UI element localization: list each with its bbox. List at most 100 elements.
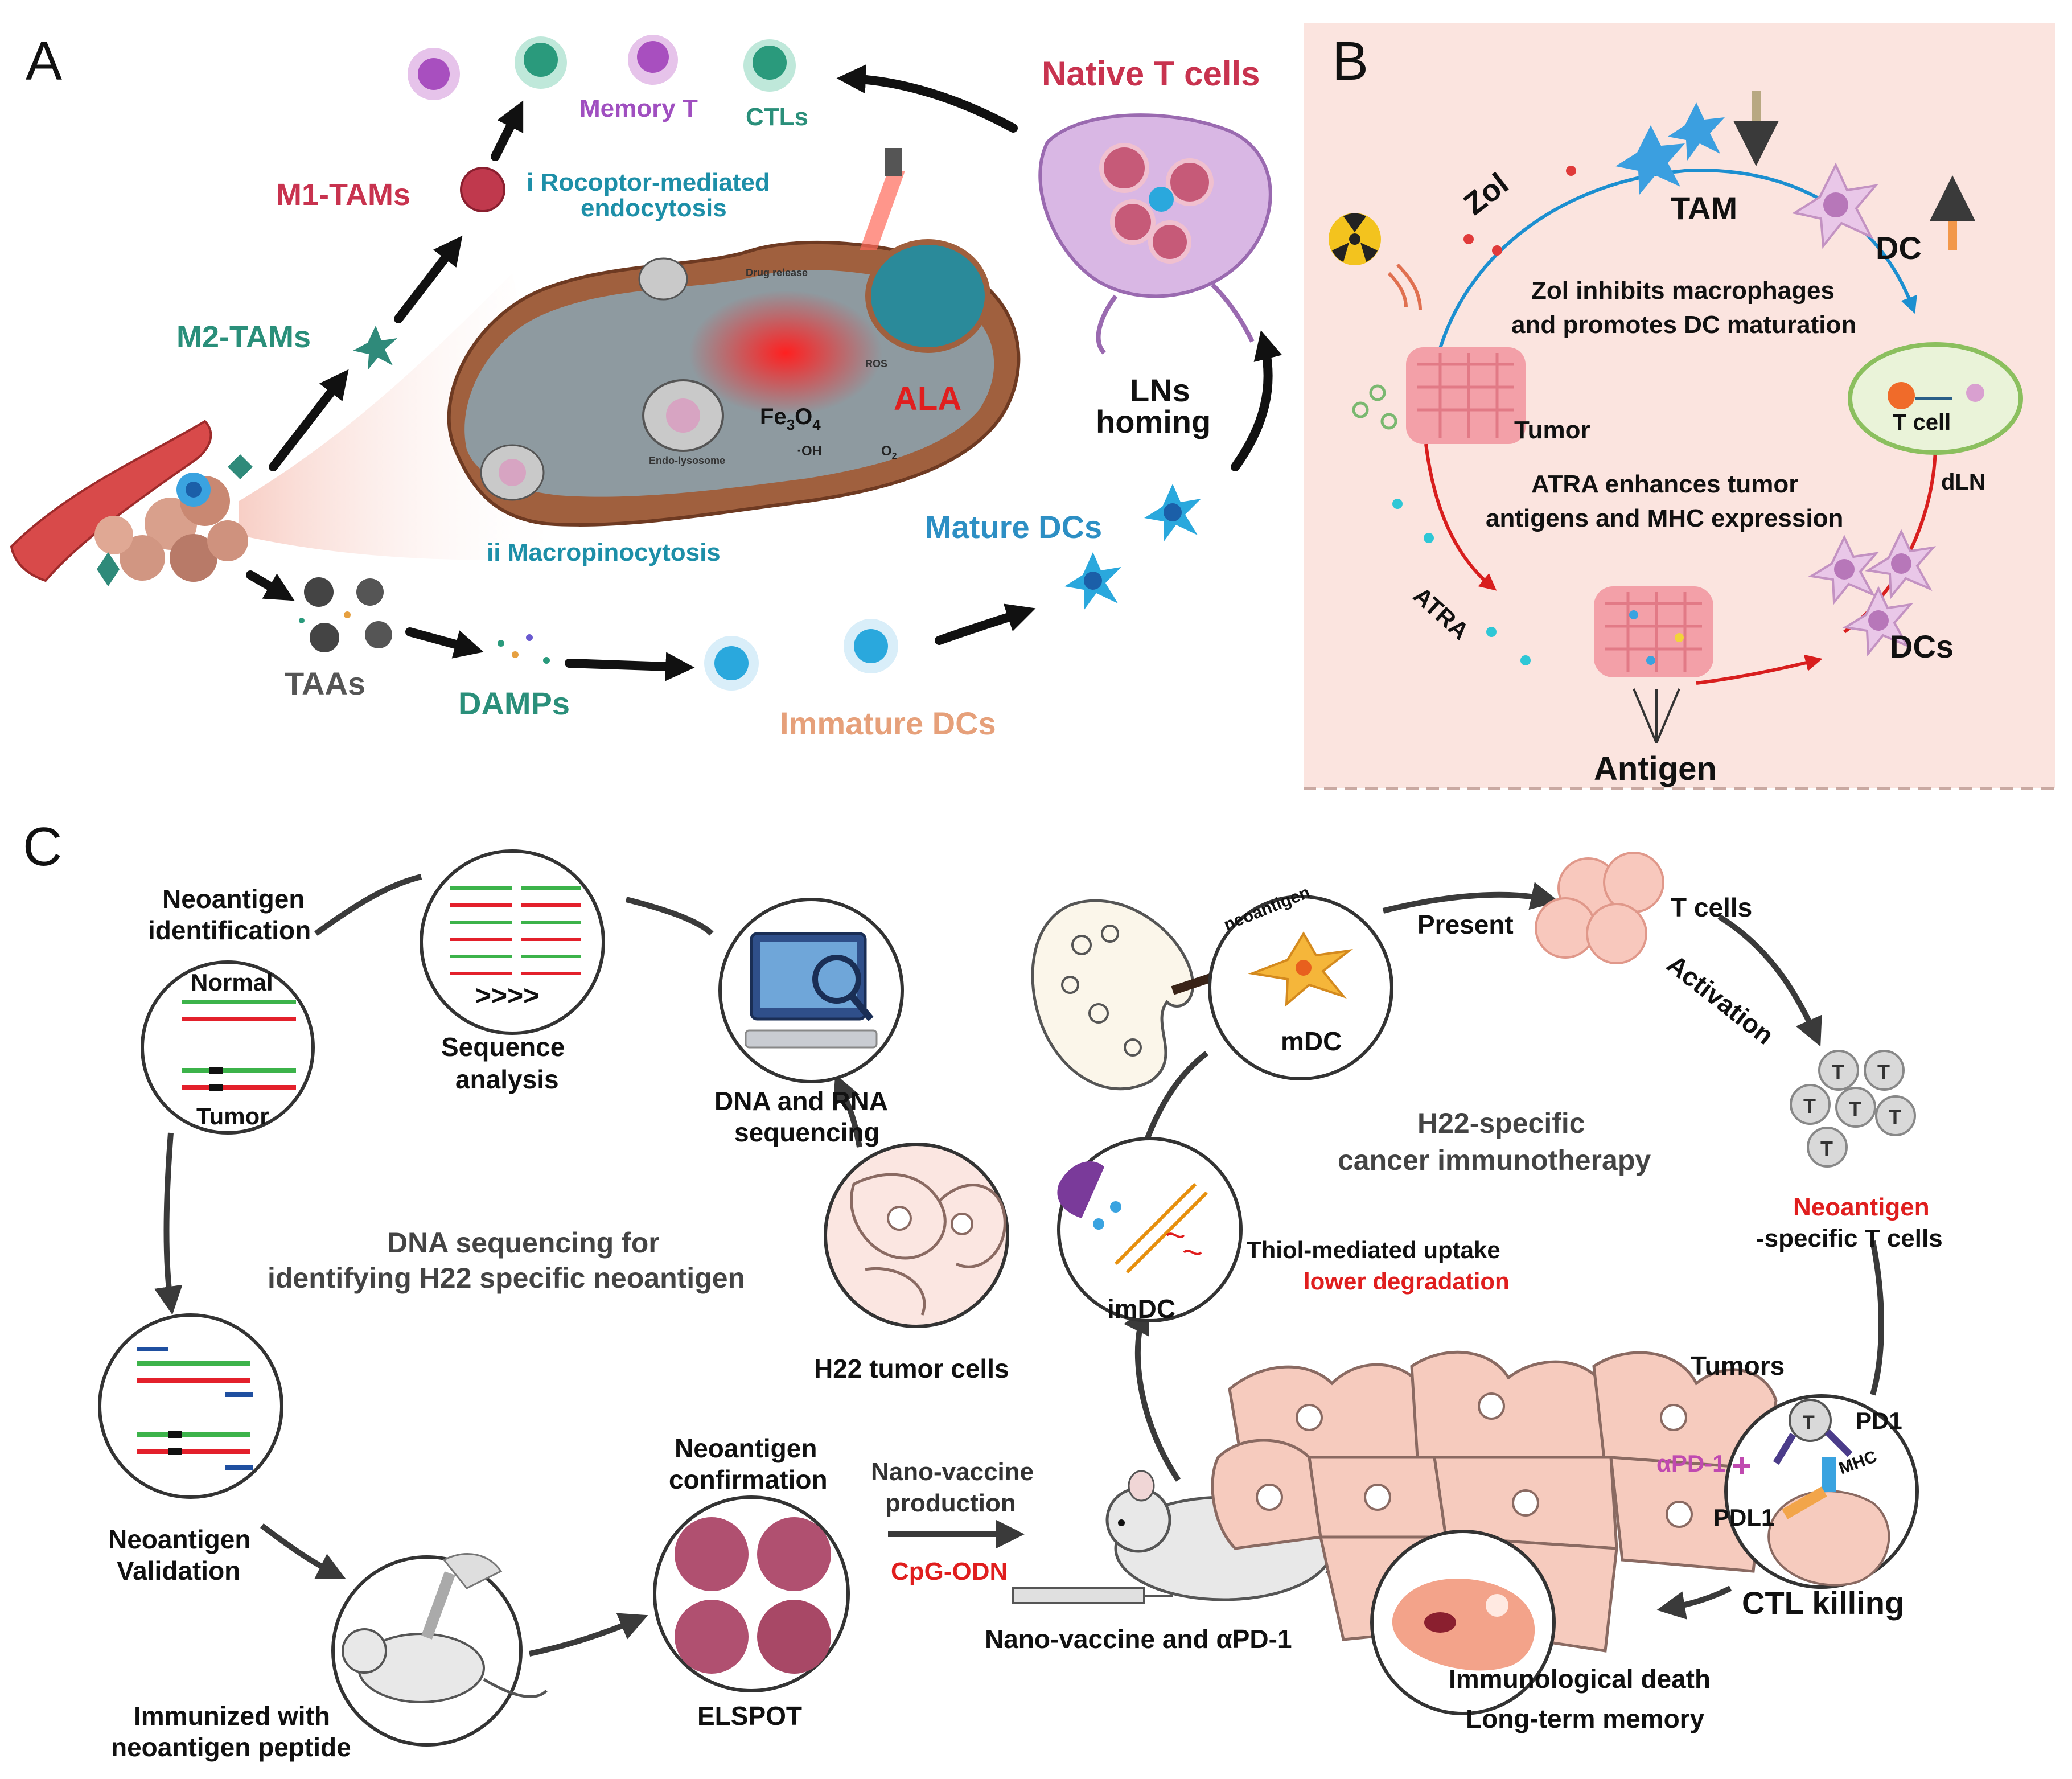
- t-cell-letter: T: [1803, 1094, 1816, 1117]
- left-cycle-arc: [528, 1613, 648, 1657]
- macropinocytosis-label: ii Macropinocytosis: [487, 539, 721, 566]
- activation-label: Activation: [1662, 949, 1779, 1050]
- immunized-line1: Immunized with: [134, 1701, 330, 1731]
- mhc-icon: [1822, 1457, 1836, 1492]
- mature-dc-cell-icon: [1144, 484, 1201, 542]
- nano-production-line1: Nano-vaccine: [871, 1458, 1034, 1486]
- seq-analysis-line2: analysis: [455, 1065, 559, 1094]
- imdc-label: imDC: [1107, 1294, 1175, 1324]
- atra-drug-dot: [1392, 499, 1403, 509]
- elspot-label: ELSPOT: [697, 1701, 802, 1731]
- panel-b-dc-label: DC: [1876, 230, 1922, 266]
- radiation-waves: [1387, 263, 1422, 311]
- ctls-label: CTLs: [746, 103, 808, 131]
- validation-mutation-marker: [168, 1448, 182, 1455]
- atra-drug-dot: [1486, 627, 1497, 637]
- immature-dc-cell-icon-2: [844, 619, 898, 673]
- ctl-killing-t-cell: [1789, 1399, 1832, 1442]
- neo-id-line2: identification: [148, 915, 311, 945]
- right-cycle-arc: [1141, 1051, 1209, 1148]
- normal-tumor-seq-circle: [141, 960, 315, 1135]
- ros-label: ROS: [865, 358, 887, 369]
- elspot-well: [757, 1600, 831, 1674]
- right-cycle-arc: [1870, 1240, 1884, 1396]
- tumor-label: Tumor: [196, 1103, 269, 1129]
- t-cell-letter: T: [1877, 1060, 1890, 1083]
- lns-homing-line1: LNs: [1130, 372, 1190, 408]
- validation-line1: Neoantigen: [108, 1525, 250, 1554]
- m2-tams-label: M2-TAMs: [176, 320, 311, 354]
- immunized-line2: neoantigen peptide: [111, 1732, 351, 1762]
- left-cycle-arc: [833, 1074, 862, 1148]
- tumor-antigen-dot: [1369, 384, 1386, 401]
- dna-seq-caption-line1: DNA sequencing for: [387, 1227, 660, 1259]
- elspot-well: [675, 1517, 749, 1591]
- zol-effect-line1: Zol inhibits macrophages: [1531, 277, 1835, 305]
- panel-b-antigen-label: Antigen: [1594, 750, 1717, 787]
- damps-label: DAMPs: [458, 685, 570, 721]
- panel-b-antigen-tumor-icon: [1594, 586, 1713, 677]
- panel-a-arrows: [246, 64, 1282, 681]
- h22-immunotherapy-line1: H22-specific: [1417, 1107, 1585, 1139]
- left-cycle-arc: [314, 874, 422, 936]
- immature-dc-cell-icon: [704, 636, 759, 691]
- t-cell-letter: T: [1820, 1137, 1833, 1160]
- h22-nucleus: [951, 1213, 973, 1235]
- radiation-icon: [1329, 213, 1381, 265]
- tumor-vessel-illustration: [10, 420, 253, 586]
- o2-label: O2: [881, 443, 897, 461]
- mdc-cell-icon: [1248, 931, 1354, 1007]
- m1-tam-cell-icon: [460, 167, 505, 212]
- nano-production-line2: production: [885, 1489, 1016, 1517]
- lns-homing-line2: homing: [1096, 404, 1211, 439]
- ctl-killing-tumor-cell: [1767, 1490, 1890, 1587]
- panel-b-tumor-icon: [1406, 347, 1526, 444]
- ctl-killing-label: CTL killing: [1742, 1585, 1904, 1621]
- zol-drug-dot: [1463, 234, 1474, 244]
- memory-t-label: Memory T: [579, 95, 698, 122]
- thiol-uptake-line1: Thiol-mediated uptake: [1247, 1236, 1500, 1263]
- left-cycle-arc: [625, 897, 714, 936]
- dna-rna-line1: DNA and RNA: [714, 1086, 888, 1116]
- elspot-well: [757, 1517, 831, 1591]
- zol-drug-dot: [1566, 166, 1576, 176]
- memory-t-cell-icon: [408, 48, 460, 100]
- receptor-endocytosis-line1: i Rocoptor-mediated: [527, 169, 770, 196]
- normal-label: Normal: [191, 969, 273, 996]
- tumor-antigen-dot: [1380, 413, 1397, 430]
- left-cycle-arc: [260, 1523, 346, 1579]
- pdl1-label: PDL1: [1713, 1504, 1774, 1531]
- neo-id-line1: Neoantigen: [162, 884, 305, 914]
- sequence-analysis-circle: [420, 849, 605, 1035]
- panel-b-letter: B: [1332, 31, 1368, 92]
- t-cells-label: T cells: [1671, 893, 1752, 922]
- panel-b-red-arc-left: [1424, 443, 1497, 591]
- elspot-well: [675, 1600, 749, 1674]
- dying-cell-icon: [1392, 1578, 1535, 1671]
- t-cell-letter: T: [1832, 1060, 1844, 1083]
- taas-particles-icon: [299, 577, 392, 652]
- panel-a-letter: A: [26, 31, 62, 92]
- right-cycle-arc: [1124, 1305, 1181, 1482]
- native-t-cells-label: Native T cells: [1042, 55, 1260, 93]
- sequence-lines: [450, 886, 581, 975]
- h22-tumor-cells-label: H22 tumor cells: [814, 1354, 1009, 1383]
- panel-b-dln-label: dLN: [1941, 470, 1985, 495]
- left-cycle-arc: [154, 1132, 183, 1315]
- confirm-line1: Neoantigen: [675, 1433, 817, 1463]
- panel-b-lymph-node-icon: [1848, 342, 2023, 455]
- right-cycle-arc: [1382, 882, 1560, 914]
- panel-b: B Zol TAM: [1304, 23, 2055, 790]
- atra-drug-dot: [1520, 655, 1531, 665]
- validation-mutation-marker: [168, 1431, 182, 1438]
- sequence-arrows: >>>>: [475, 981, 539, 1011]
- right-cycle-arc: [1717, 914, 1822, 1047]
- panel-b-dcs-label: DCs: [1890, 628, 1954, 664]
- m1-tams-label: M1-TAMs: [276, 178, 410, 212]
- thiol-uptake-line2: lower degradation: [1304, 1268, 1510, 1295]
- validation-line2: Validation: [117, 1556, 240, 1585]
- neo-t-cells-line2: -specific T cells: [1756, 1225, 1943, 1252]
- ala-label: ALA: [894, 380, 961, 417]
- zol-effect-line2: and promotes DC maturation: [1511, 311, 1856, 339]
